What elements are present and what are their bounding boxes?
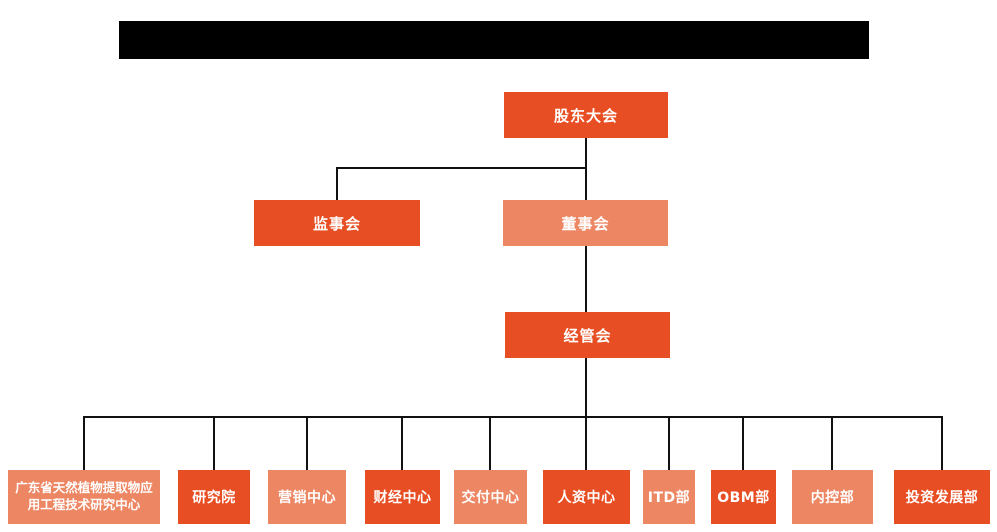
node-research-institute: 研究院: [178, 470, 250, 524]
connector-line: [585, 246, 587, 312]
connector-line: [336, 167, 587, 169]
node-board-of-directors: 董事会: [503, 200, 668, 246]
connector-line: [306, 416, 308, 470]
connector-line: [83, 416, 943, 418]
connector-line: [668, 416, 670, 470]
node-research-center: 广东省天然植物提取物应用工程技术研究中心: [8, 470, 160, 524]
connector-line: [213, 416, 215, 470]
connector-line: [941, 416, 943, 470]
connector-line: [742, 416, 744, 470]
node-delivery-center: 交付中心: [454, 470, 527, 524]
connector-line: [489, 416, 491, 470]
node-finance-center: 财经中心: [365, 470, 440, 524]
connector-line: [585, 358, 587, 417]
node-shareholders-meeting: 股东大会: [504, 92, 668, 138]
node-hr-center: 人资中心: [543, 470, 630, 524]
node-management-committee: 经管会: [505, 312, 670, 358]
connector-line: [585, 138, 587, 200]
node-supervisory-board: 监事会: [254, 200, 420, 246]
node-marketing-center: 营销中心: [268, 470, 346, 524]
connector-line: [401, 416, 403, 470]
node-investment-development-dept: 投资发展部: [894, 470, 990, 524]
node-internal-control-dept: 内控部: [792, 470, 873, 524]
redacted-title-bar: [119, 21, 869, 59]
node-obm-dept: OBM部: [711, 470, 776, 524]
connector-line: [585, 416, 587, 470]
node-itd-dept: ITD部: [643, 470, 695, 524]
connector-line: [336, 167, 338, 200]
connector-line: [831, 416, 833, 470]
connector-line: [83, 416, 85, 470]
